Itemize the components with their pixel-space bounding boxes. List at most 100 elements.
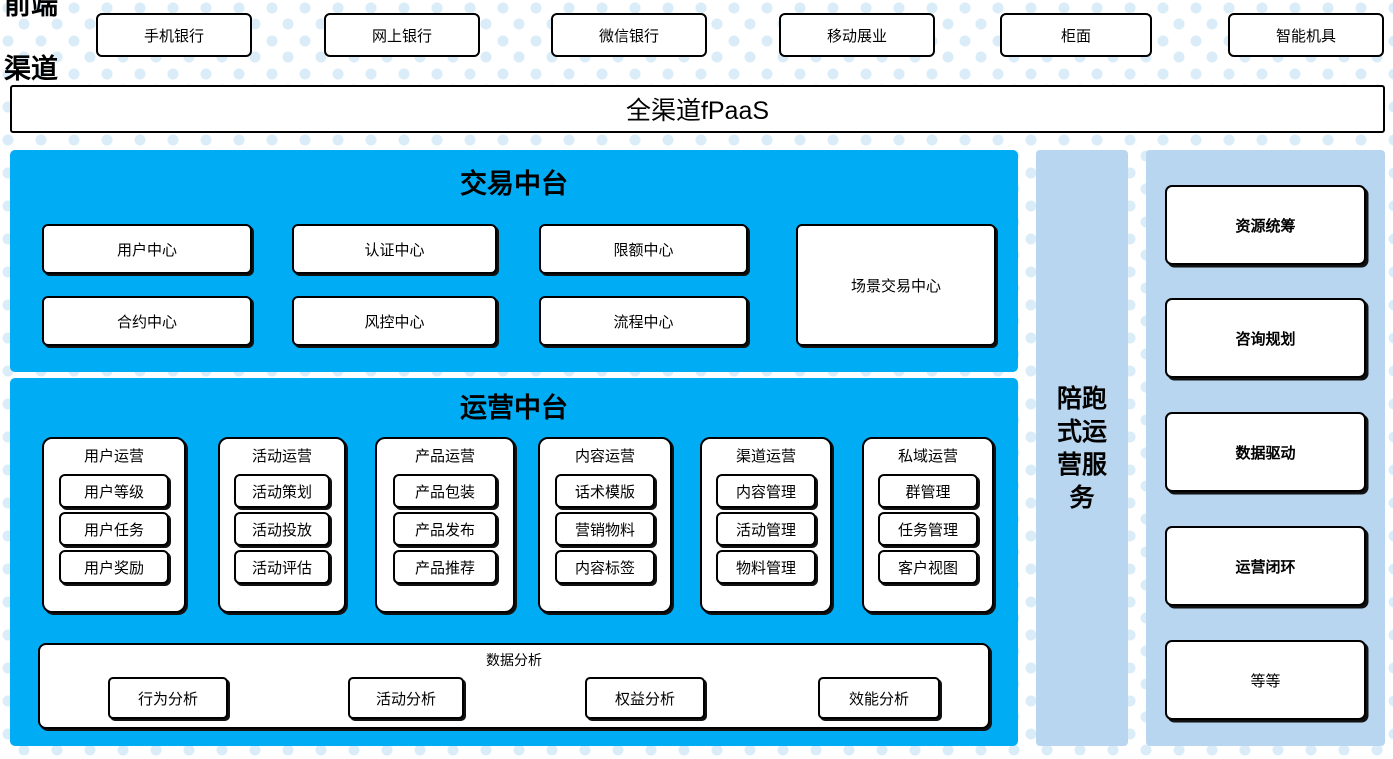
ops-item-label: 用户奖励 <box>83 559 144 577</box>
ops-item-customer-view[interactable]: 客户视图 <box>878 550 978 584</box>
ops-item-label: 客户视图 <box>897 559 958 577</box>
ops-item-label: 话术模版 <box>574 483 635 501</box>
service-item-resource-coordination[interactable]: 资源统筹 <box>1165 185 1366 265</box>
channel-label: 网上银行 <box>371 27 432 45</box>
data-analysis-box: 数据分析 行为分析 活动分析 权益分析 效能分析 <box>38 643 990 729</box>
ops-column-title: 活动运营 <box>251 448 312 465</box>
ops-item-label: 活动策划 <box>251 483 312 501</box>
fpaas-bar[interactable]: 全渠道fPaaS <box>10 85 1385 133</box>
service-item-label: 等等 <box>1250 672 1281 690</box>
trade-node-limit-center[interactable]: 限额中心 <box>539 224 748 274</box>
ops-column-campaign-operations: 活动运营 活动策划 活动投放 活动评估 <box>218 437 346 613</box>
accompany-service-column: 陪跑式运营服务 <box>1036 150 1128 746</box>
channel-box-wechat-bank[interactable]: 微信银行 <box>551 13 707 57</box>
trade-middle-platform-panel: 交易中台 用户中心 认证中心 限额中心 合约中心 风控中心 流程中心 场景交易中… <box>10 150 1018 372</box>
ops-column-product-operations: 产品运营 产品包装 产品发布 产品推荐 <box>375 437 515 613</box>
ops-item-material-management[interactable]: 物料管理 <box>716 550 816 584</box>
ops-item-label: 活动管理 <box>735 521 796 539</box>
ops-item-label: 活动投放 <box>251 521 312 539</box>
ops-item-script-template[interactable]: 话术模版 <box>555 474 655 508</box>
data-item-label: 行为分析 <box>137 690 198 708</box>
channel-label: 手机银行 <box>143 27 204 45</box>
ops-column-title: 私域运营 <box>897 448 958 465</box>
channel-label: 智能机具 <box>1275 27 1336 45</box>
ops-item-label: 内容标签 <box>574 559 635 577</box>
channel-label: 柜面 <box>1060 27 1091 45</box>
service-item-label: 咨询规划 <box>1235 330 1296 348</box>
ops-item-product-packaging[interactable]: 产品包装 <box>393 474 497 508</box>
ops-item-content-tag[interactable]: 内容标签 <box>555 550 655 584</box>
trade-node-label: 限额中心 <box>613 241 674 259</box>
ops-item-group-management[interactable]: 群管理 <box>878 474 978 508</box>
trade-node-label: 用户中心 <box>116 241 177 259</box>
trade-platform-title: 交易中台 <box>460 169 568 200</box>
ops-item-campaign-management[interactable]: 活动管理 <box>716 512 816 546</box>
ops-item-marketing-material[interactable]: 营销物料 <box>555 512 655 546</box>
channel-label: 移动展业 <box>826 27 887 45</box>
trade-node-scenario-trade-center[interactable]: 场景交易中心 <box>796 224 996 346</box>
trade-node-label: 场景交易中心 <box>850 277 941 295</box>
ops-column-user-operations: 用户运营 用户等级 用户任务 用户奖励 <box>42 437 186 613</box>
ops-item-label: 营销物料 <box>574 521 635 539</box>
channel-box-mobile-bank[interactable]: 手机银行 <box>96 13 252 57</box>
trade-node-risk-center[interactable]: 风控中心 <box>292 296 497 346</box>
trade-node-auth-center[interactable]: 认证中心 <box>292 224 497 274</box>
channel-box-online-bank[interactable]: 网上银行 <box>324 13 480 57</box>
ops-item-product-release[interactable]: 产品发布 <box>393 512 497 546</box>
ops-item-user-task[interactable]: 用户任务 <box>59 512 169 546</box>
accompany-service-label: 陪跑式运营服务 <box>1056 384 1107 512</box>
service-capability-panel: 资源统筹 咨询规划 数据驱动 运营闭环 等等 <box>1146 150 1385 746</box>
data-item-behavior-analysis[interactable]: 行为分析 <box>108 677 228 719</box>
operations-middle-platform-panel: 运营中台 用户运营 用户等级 用户任务 用户奖励 活动运营 活动策划 活动投放 … <box>10 378 1018 746</box>
data-item-benefit-analysis[interactable]: 权益分析 <box>585 677 705 719</box>
ops-item-content-management[interactable]: 内容管理 <box>716 474 816 508</box>
ops-item-campaign-evaluation[interactable]: 活动评估 <box>234 550 330 584</box>
ops-item-task-management[interactable]: 任务管理 <box>878 512 978 546</box>
ops-item-label: 任务管理 <box>897 521 958 539</box>
ops-column-private-domain-operations: 私域运营 群管理 任务管理 客户视图 <box>862 437 994 613</box>
trade-node-contract-center[interactable]: 合约中心 <box>42 296 252 346</box>
data-item-label: 权益分析 <box>614 690 675 708</box>
ops-item-label: 内容管理 <box>735 483 796 501</box>
ops-item-label: 产品发布 <box>414 521 475 539</box>
ops-item-product-recommendation[interactable]: 产品推荐 <box>393 550 497 584</box>
service-item-data-driven[interactable]: 数据驱动 <box>1165 412 1366 492</box>
fpaas-label: 全渠道fPaaS <box>625 97 770 125</box>
ops-item-label: 产品推荐 <box>414 559 475 577</box>
service-item-operation-closed-loop[interactable]: 运营闭环 <box>1165 526 1366 606</box>
ops-item-user-level[interactable]: 用户等级 <box>59 474 169 508</box>
data-item-efficiency-analysis[interactable]: 效能分析 <box>818 677 940 719</box>
trade-node-user-center[interactable]: 用户中心 <box>42 224 252 274</box>
ops-item-label: 产品包装 <box>414 483 475 501</box>
data-item-campaign-analysis[interactable]: 活动分析 <box>348 677 464 719</box>
ops-item-user-reward[interactable]: 用户奖励 <box>59 550 169 584</box>
ops-item-campaign-planning[interactable]: 活动策划 <box>234 474 330 508</box>
service-item-consulting-planning[interactable]: 咨询规划 <box>1165 298 1366 378</box>
trade-node-label: 认证中心 <box>364 241 425 259</box>
channel-label: 微信银行 <box>598 27 659 45</box>
ops-item-label: 物料管理 <box>735 559 796 577</box>
service-item-label: 运营闭环 <box>1235 558 1296 576</box>
trade-node-label: 合约中心 <box>116 313 177 331</box>
ops-column-title: 渠道运营 <box>735 448 796 465</box>
trade-node-label: 风控中心 <box>364 313 425 331</box>
trade-node-label: 流程中心 <box>613 313 674 331</box>
data-analysis-title: 数据分析 <box>486 652 542 668</box>
ops-platform-title: 运营中台 <box>460 393 568 424</box>
data-item-label: 活动分析 <box>375 690 436 708</box>
ops-item-label: 用户任务 <box>83 521 144 539</box>
service-item-etc[interactable]: 等等 <box>1165 640 1366 720</box>
ops-item-label: 活动评估 <box>251 559 312 577</box>
front-channel-label-line2: 渠道 <box>4 54 58 84</box>
ops-column-channel-operations: 渠道运营 内容管理 活动管理 物料管理 <box>700 437 832 613</box>
channel-box-mobile-biz[interactable]: 移动展业 <box>779 13 935 57</box>
ops-column-title: 内容运营 <box>574 448 635 465</box>
ops-column-title: 用户运营 <box>83 448 144 465</box>
channel-box-counter[interactable]: 柜面 <box>1000 13 1152 57</box>
front-channel-label-line1: 前端 <box>4 0 58 20</box>
channel-box-smart-device[interactable]: 智能机具 <box>1228 13 1384 57</box>
front-channel-label: 前端 渠道 <box>4 0 86 84</box>
trade-node-process-center[interactable]: 流程中心 <box>539 296 748 346</box>
ops-item-campaign-delivery[interactable]: 活动投放 <box>234 512 330 546</box>
